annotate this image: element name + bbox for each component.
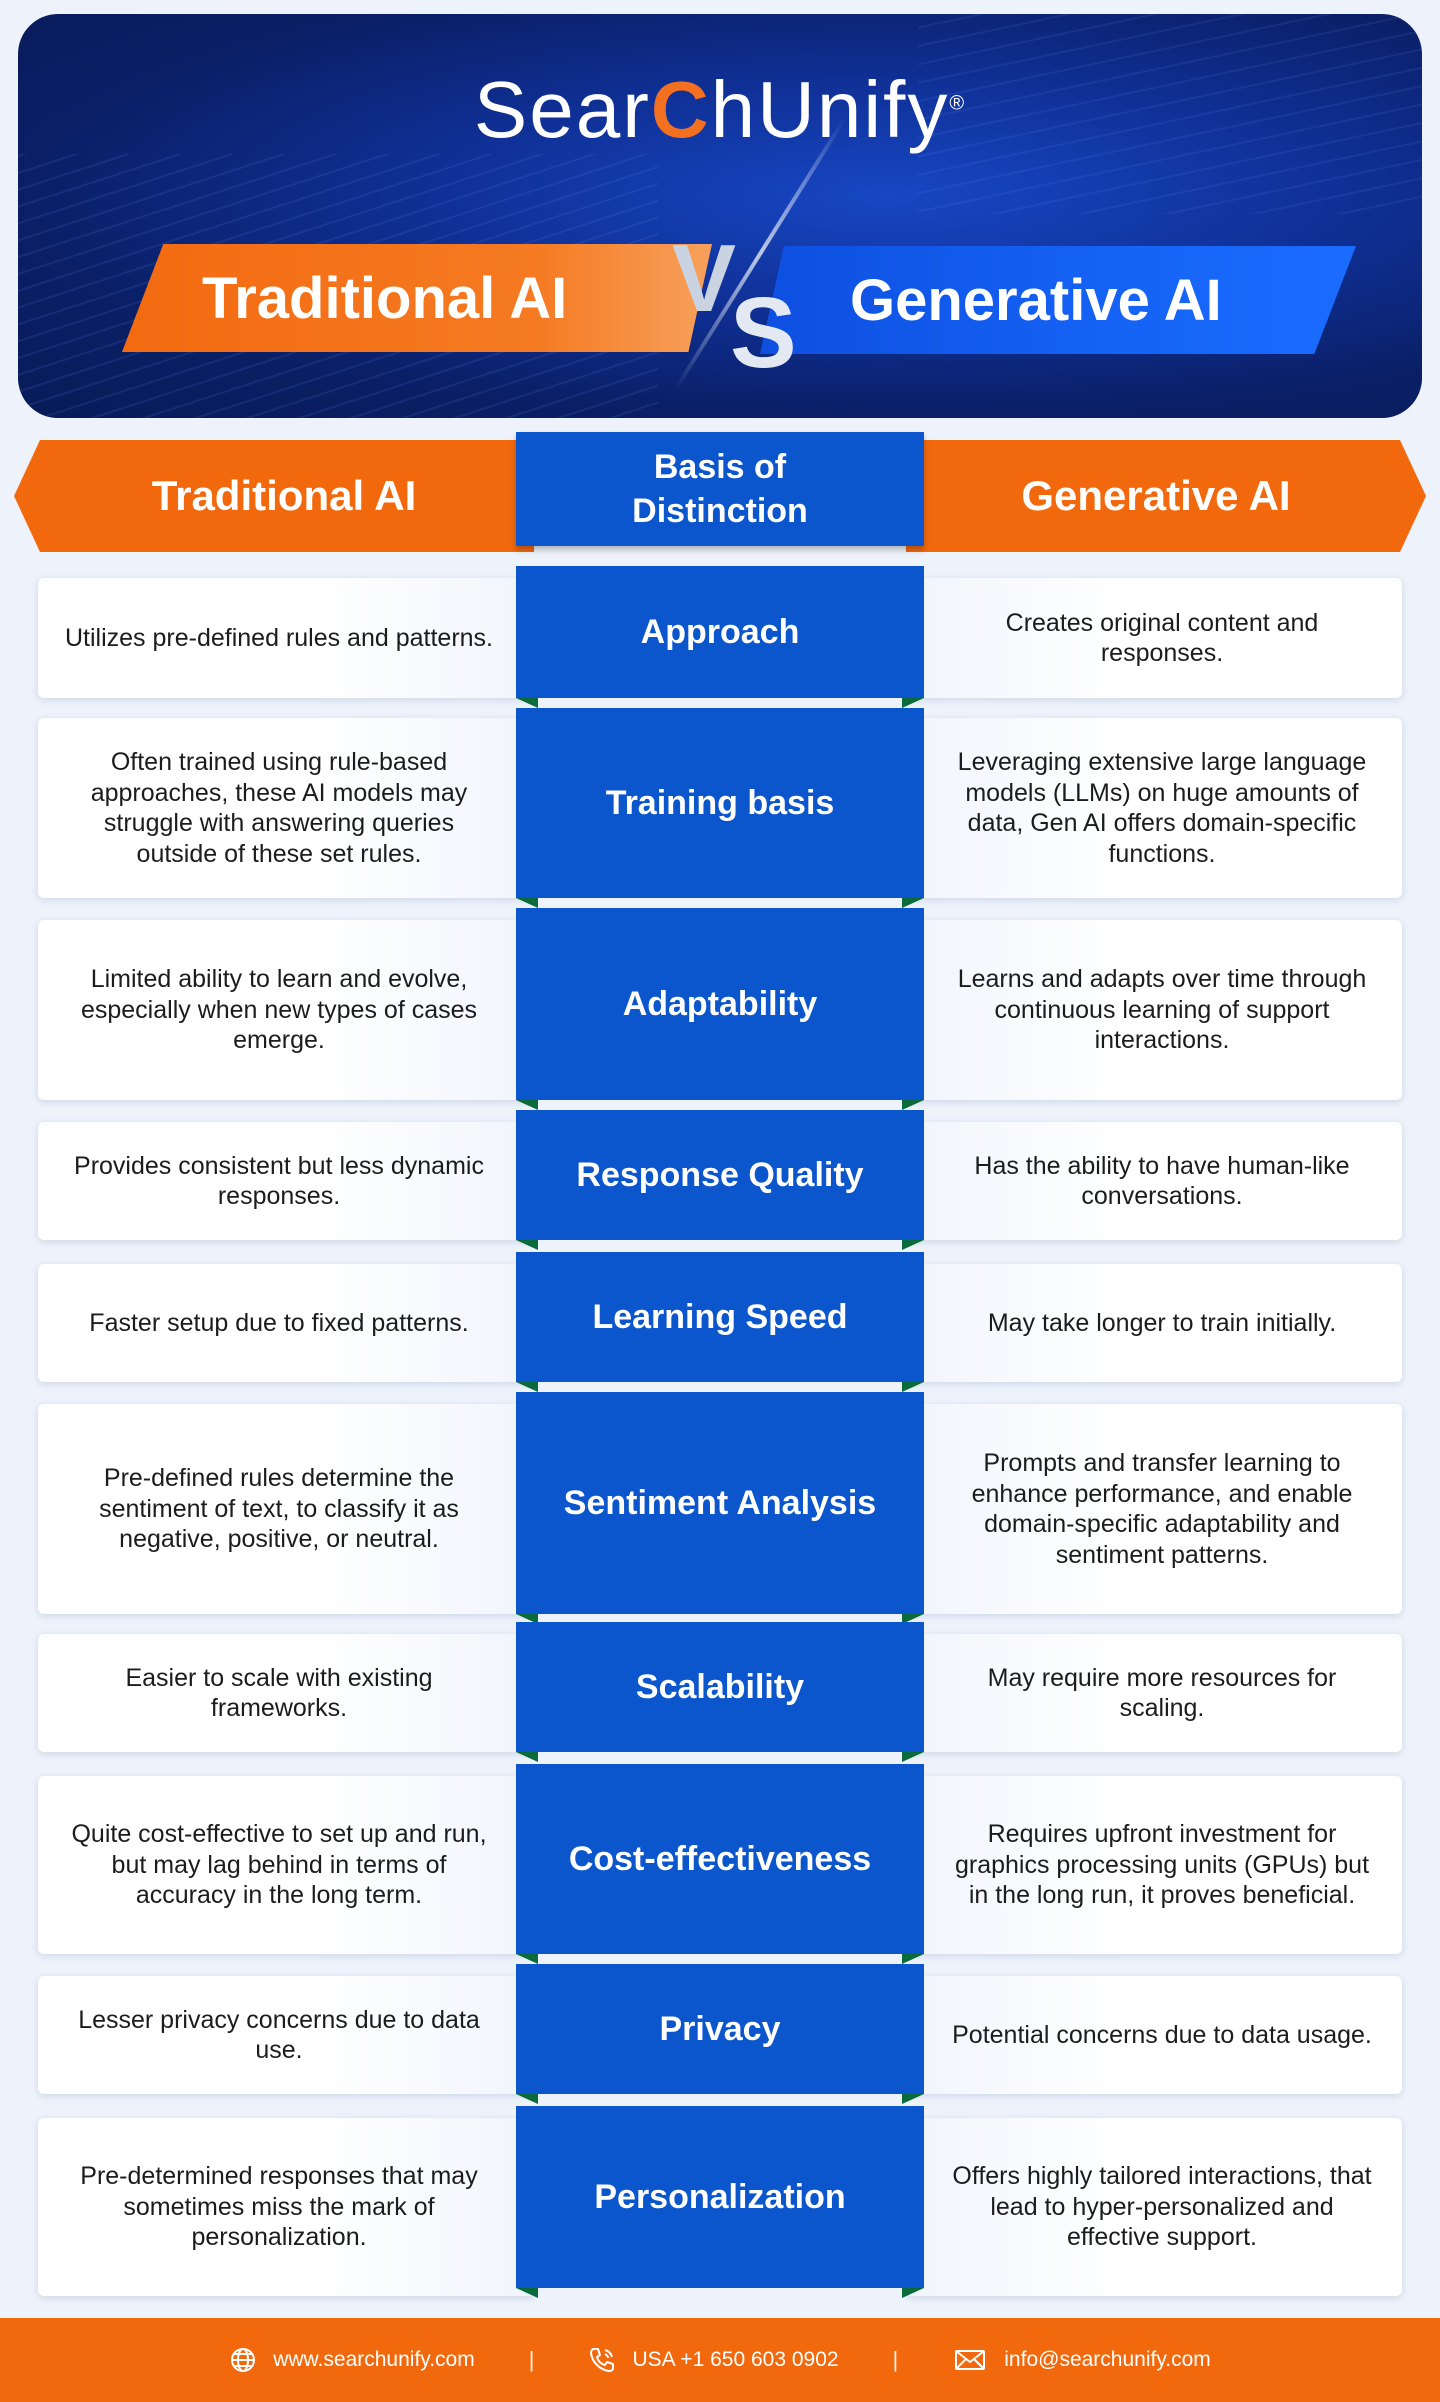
footer-website[interactable]: www.searchunify.com [229, 2346, 475, 2374]
basis-cell: Approach [516, 566, 924, 708]
generative-cell: Requires upfront investment for graphics… [906, 1776, 1402, 1954]
header-generative-title: Generative AI [1021, 472, 1291, 519]
globe-icon [231, 2348, 256, 2372]
generative-cell: May require more resources for scaling. [906, 1634, 1402, 1752]
registered-mark: ® [949, 92, 967, 115]
vs-emblem: V S [668, 224, 818, 394]
phone-number[interactable]: USA +1 650 603 0902 [632, 2348, 839, 2371]
basis-label: Scalability [635, 1667, 805, 1706]
generative-cell: May take longer to train initially. [906, 1264, 1402, 1382]
traditional-text: Quite cost-effective to set up and run, … [71, 1820, 487, 1910]
generative-cell: Learns and adapts over time through cont… [906, 920, 1402, 1100]
generative-text: Requires upfront investment for graphics… [954, 1820, 1370, 1910]
footer-separator: | [892, 2347, 899, 2372]
footer-bar: www.searchunify.com | USA +1 650 603 090… [0, 2318, 1440, 2402]
basis-cell: Training basis [516, 708, 924, 908]
generative-text: Prompts and transfer learning to enhance… [971, 1449, 1353, 1569]
generative-text: Has the ability to have human-like conve… [974, 1151, 1350, 1211]
header-traditional: Traditional AI [14, 440, 534, 552]
traditional-cell: Utilizes pre-defined rules and patterns. [38, 578, 536, 698]
traditional-cell: Limited ability to learn and evolve, esp… [38, 920, 536, 1100]
basis-label: Privacy [659, 2009, 781, 2048]
generative-cell: Has the ability to have human-like conve… [906, 1122, 1402, 1240]
traditional-cell: Lesser privacy concerns due to data use. [38, 1976, 536, 2094]
basis-cell: Adaptability [516, 908, 924, 1110]
hero-decoration-lines-right [918, 14, 1422, 214]
generative-text: May require more resources for scaling. [987, 1663, 1337, 1723]
basis-cell: Response Quality [516, 1110, 924, 1250]
hero-traditional-title: Traditional AI [202, 265, 568, 331]
basis-label: Cost-effectiveness [568, 1839, 872, 1878]
basis-label: Training basis [605, 783, 835, 822]
traditional-cell: Pre-determined responses that may someti… [38, 2118, 536, 2296]
hero-generative-banner: Generative AI [760, 246, 1356, 354]
basis-cell: Cost-effectiveness [516, 1764, 924, 1964]
basis-label: Response Quality [576, 1155, 864, 1194]
traditional-text: Easier to scale with existing frameworks… [125, 1663, 433, 1723]
vs-letter-v: V [672, 225, 737, 332]
basis-cell: Sentiment Analysis [516, 1392, 924, 1624]
traditional-cell: Pre-defined rules determine the sentimen… [38, 1404, 536, 1614]
basis-cell: Learning Speed [516, 1252, 924, 1392]
traditional-text: Provides consistent but less dynamic res… [74, 1151, 484, 1211]
basis-label: Personalization [594, 2177, 846, 2216]
basis-label: Learning Speed [592, 1297, 848, 1336]
basis-cell: Scalability [516, 1622, 924, 1762]
website-link[interactable]: www.searchunify.com [273, 2348, 475, 2371]
generative-cell: Creates original content and responses. [906, 578, 1402, 698]
email-link[interactable]: info@searchunify.com [1004, 2348, 1211, 2371]
traditional-text: Pre-determined responses that may someti… [80, 2162, 478, 2252]
hero-traditional-banner: Traditional AI [122, 244, 712, 352]
header-basis-title: Basis of Distinction [632, 447, 808, 530]
traditional-cell: Faster setup due to fixed patterns. [38, 1264, 536, 1382]
traditional-cell: Often trained using rule-based approache… [38, 718, 536, 898]
header-traditional-title: Traditional AI [151, 472, 417, 519]
traditional-text: Lesser privacy concerns due to data use. [78, 2005, 480, 2065]
traditional-text: Often trained using rule-based approache… [90, 748, 468, 868]
traditional-cell: Easier to scale with existing frameworks… [38, 1634, 536, 1752]
generative-cell: Offers highly tailored interactions, tha… [906, 2118, 1402, 2296]
footer-email[interactable]: info@searchunify.com [952, 2346, 1211, 2374]
basis-label: Sentiment Analysis [563, 1483, 877, 1522]
basis-label: Adaptability [622, 984, 818, 1023]
header-generative: Generative AI [906, 440, 1426, 552]
brand-name-accent: C [650, 65, 711, 154]
brand-name-part1: Sear [473, 65, 651, 154]
generative-text: Learns and adapts over time through cont… [957, 965, 1367, 1055]
footer-separator: | [528, 2347, 535, 2372]
basis-cell: Privacy [516, 1964, 924, 2104]
vs-letter-s: S [730, 277, 797, 389]
generative-text: Potential concerns due to data usage. [952, 2020, 1372, 2049]
generative-text: May take longer to train initially. [987, 1308, 1337, 1337]
basis-cell: Personalization [516, 2106, 924, 2298]
envelope-icon [955, 2350, 986, 2370]
traditional-cell: Provides consistent but less dynamic res… [38, 1122, 536, 1240]
phone-icon [590, 2348, 615, 2372]
traditional-text: Pre-defined rules determine the sentimen… [99, 1464, 459, 1554]
hero-generative-title: Generative AI [850, 267, 1222, 333]
footer-phone[interactable]: USA +1 650 603 0902 [588, 2346, 839, 2374]
traditional-cell: Quite cost-effective to set up and run, … [38, 1776, 536, 1954]
generative-text: Offers highly tailored interactions, tha… [952, 2162, 1372, 2252]
generative-text: Leveraging extensive large language mode… [957, 748, 1367, 868]
hero-banner: SearChUnify® Traditional AI Generative A… [18, 14, 1422, 418]
generative-text: Creates original content and responses. [1005, 608, 1319, 668]
brand-logo: SearChUnify® [18, 64, 1422, 156]
traditional-text: Utilizes pre-defined rules and patterns. [64, 623, 493, 652]
header-basis: Basis of Distinction [516, 432, 924, 546]
generative-cell: Potential concerns due to data usage. [906, 1976, 1402, 2094]
traditional-text: Faster setup due to fixed patterns. [89, 1308, 469, 1337]
traditional-text: Limited ability to learn and evolve, esp… [80, 965, 478, 1055]
basis-label: Approach [640, 612, 800, 651]
generative-cell: Leveraging extensive large language mode… [906, 718, 1402, 898]
generative-cell: Prompts and transfer learning to enhance… [906, 1404, 1402, 1614]
